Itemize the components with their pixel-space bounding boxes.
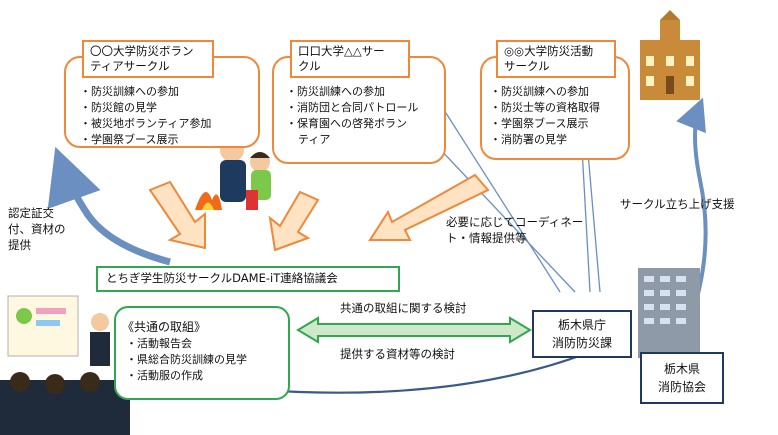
support-note: サークル立ち上げ支援 (620, 197, 735, 211)
joint-items: 活動報告会 県総合防災訓練の見学 活動服の作成 (126, 336, 247, 384)
government-building-icon (638, 268, 700, 358)
exchange-arrow (296, 316, 532, 344)
circle-title-1: 〇〇大学防災ボラン ティアサークル (82, 40, 214, 78)
left-note-line-3: 提供 (8, 238, 31, 252)
circle-title-1-line-2: ティアサークル (90, 59, 170, 73)
exchange-top-label: 共通の取組に関する検討 (340, 301, 467, 315)
circle-title-3-line-2: サークル (504, 59, 550, 73)
joint-item: 県総合防災訓練の見学 (126, 352, 247, 368)
circle-title-2-line-2: クル (298, 59, 321, 73)
fire-association-box: 栃木県 消防協会 (640, 352, 724, 404)
left-note: 認定証交 付、資材の 提供 (8, 205, 66, 253)
circle-title-3-line-1: ◎◎大学防災活動 (504, 44, 594, 58)
meeting-illustration (0, 295, 130, 435)
joint-item: 活動報告会 (126, 336, 247, 352)
circle-2-activity: 防災訓練への参加 (286, 84, 418, 100)
fire-association-line-1: 栃木県 (663, 362, 700, 376)
prefecture-office-line-1: 栃木県庁 (557, 318, 606, 332)
circle-3-activity: 防災訓練への参加 (490, 84, 600, 100)
circle-1-activity: 学園祭ブース展示 (80, 132, 211, 148)
coordinate-note-line-1: 必要に応じてコーディネー (446, 215, 584, 229)
joint-item: 活動服の作成 (126, 368, 247, 384)
circle-1-activity: 防災訓練への参加 (80, 84, 211, 100)
circle-title-2: 口口大学△△サー クル (290, 40, 410, 78)
circle-1-activity: 防災館の見学 (80, 100, 211, 116)
circle-title-2-line-1: 口口大学△△サー (298, 44, 385, 58)
circle-3-activity: 防災士等の資格取得 (490, 100, 600, 116)
coordinate-note-line-2: ト・情報提供等 (446, 231, 527, 245)
certificate-arrow (47, 146, 171, 266)
circle-title-1-line-1: 〇〇大学防災ボラン (90, 44, 194, 58)
circle-3-activity: 消防署の見学 (490, 132, 600, 148)
joint-heading: 《共通の取組》 (122, 320, 207, 334)
startup-support-arrow (676, 97, 708, 321)
council-name-box: とちぎ学生防災サークルDAME-iT連絡協議会 (96, 266, 400, 292)
circle-title-3: ◎◎大学防災活動 サークル (496, 40, 616, 78)
exchange-bottom-label: 提供する資材等の検討 (340, 347, 455, 361)
left-note-line-1: 認定証交 (8, 206, 54, 220)
circle-2-activity-continued: ティア (298, 133, 331, 146)
circle-2-activity: 消防団と合同パトロール (286, 100, 418, 116)
fire-association-line-2: 消防協会 (657, 380, 706, 394)
orange-arrows (148, 173, 490, 252)
council-name: とちぎ学生防災サークルDAME-iT連絡協議会 (106, 271, 338, 285)
prefecture-office-line-2: 消防防災課 (551, 336, 612, 350)
circle-2-activity: 保育園への啓発ボラン (286, 116, 418, 132)
left-note-line-2: 付、資材の (8, 222, 66, 236)
coordinate-note: 必要に応じてコーディネー ト・情報提供等 (446, 214, 583, 246)
circle-1-activities: 防災訓練への参加 防災館の見学 被災地ボランティア参加 学園祭ブース展示 (80, 84, 211, 148)
university-building-icon (640, 10, 700, 100)
circle-2-activities: 防災訓練への参加 消防団と合同パトロール 保育園への啓発ボラン ティア (286, 84, 418, 148)
circle-3-activity: 学園祭ブース展示 (490, 116, 600, 132)
circle-3-activities: 防災訓練への参加 防災士等の資格取得 学園祭ブース展示 消防署の見学 (490, 84, 600, 148)
prefecture-office-box: 栃木県庁 消防防災課 (532, 310, 632, 358)
circle-1-activity: 被災地ボランティア参加 (80, 116, 211, 132)
